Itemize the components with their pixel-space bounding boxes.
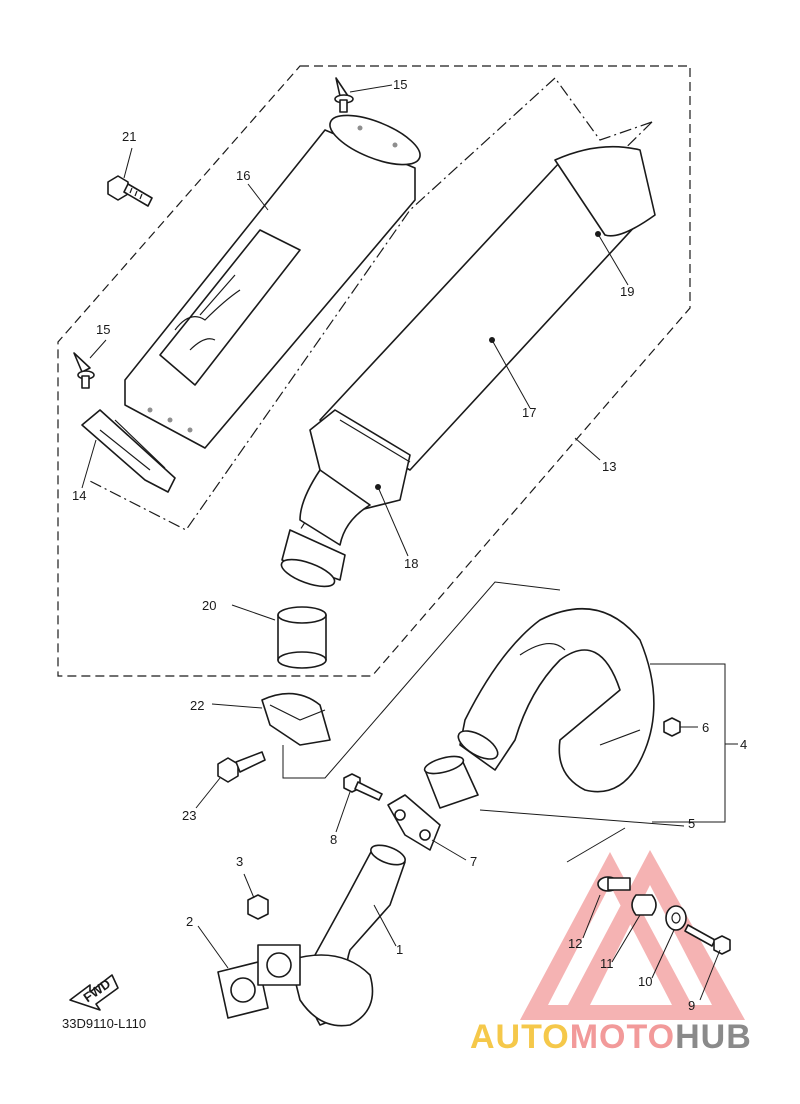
muffler-group-line bbox=[87, 77, 653, 531]
callout-4: 4 bbox=[740, 737, 747, 752]
callout-19: 19 bbox=[620, 284, 634, 299]
exhaust-pipe-1 bbox=[289, 844, 406, 1027]
nut-6 bbox=[663, 717, 681, 737]
bolt-21 bbox=[107, 175, 153, 207]
clamp-22 bbox=[261, 692, 331, 746]
gasket-5 bbox=[423, 755, 479, 809]
rivet-top bbox=[334, 77, 354, 113]
group-bracket-4-5 bbox=[650, 663, 738, 823]
callout-6: 6 bbox=[702, 720, 709, 735]
callout-7: 7 bbox=[470, 854, 477, 869]
diagram-code: 33D9110-L110 bbox=[62, 1016, 147, 1031]
flange-2 bbox=[217, 944, 301, 1019]
callout-3: 3 bbox=[236, 854, 243, 869]
leader-lines bbox=[81, 84, 721, 1001]
bolt-23 bbox=[217, 751, 266, 783]
callout-20: 20 bbox=[202, 598, 216, 613]
watermark-logo: AUTOMOTOHUB bbox=[470, 1018, 752, 1057]
fwd-arrow bbox=[69, 974, 119, 1011]
assembly-boundary bbox=[57, 65, 691, 677]
callout-2: 2 bbox=[186, 914, 193, 929]
callout-13: 13 bbox=[602, 459, 616, 474]
callout-17: 17 bbox=[522, 405, 536, 420]
callout-10: 10 bbox=[638, 974, 652, 989]
callout-11: 11 bbox=[600, 956, 614, 971]
callout-1: 1 bbox=[396, 942, 403, 957]
muffler-outlet-pipe bbox=[280, 529, 346, 588]
watermark-triangles bbox=[520, 850, 745, 1020]
watermark-auto: AUTO bbox=[470, 1018, 570, 1056]
header-pipe bbox=[457, 608, 655, 793]
callout-23: 23 bbox=[182, 808, 196, 823]
bolt-9 bbox=[684, 924, 731, 955]
callout-8: 8 bbox=[330, 832, 337, 847]
callout-18: 18 bbox=[404, 556, 418, 571]
callout-22: 22 bbox=[190, 698, 204, 713]
collar-12 bbox=[597, 876, 631, 892]
nut-3 bbox=[247, 894, 269, 920]
rivet-left bbox=[73, 352, 95, 389]
callout-5: 5 bbox=[688, 816, 695, 831]
gasket-plate bbox=[81, 409, 176, 493]
callout-15-top: 15 bbox=[393, 77, 407, 92]
watermark-moto: MOTO bbox=[569, 1018, 676, 1056]
callout-9: 9 bbox=[688, 998, 695, 1013]
callout-21: 21 bbox=[122, 129, 136, 144]
callout-15-left: 15 bbox=[96, 322, 110, 337]
callout-16: 16 bbox=[236, 168, 250, 183]
bracket-7 bbox=[387, 794, 441, 851]
joint-gasket-20 bbox=[277, 606, 327, 669]
callout-14: 14 bbox=[72, 488, 86, 503]
bolt-8 bbox=[343, 773, 383, 801]
damper-11 bbox=[631, 894, 657, 916]
heat-shield bbox=[124, 114, 421, 449]
callout-12: 12 bbox=[568, 936, 582, 951]
muffler-body bbox=[299, 145, 656, 546]
washer-10 bbox=[665, 905, 687, 931]
watermark-hub: HUB bbox=[675, 1018, 752, 1056]
group-line-22-8 bbox=[282, 581, 561, 779]
